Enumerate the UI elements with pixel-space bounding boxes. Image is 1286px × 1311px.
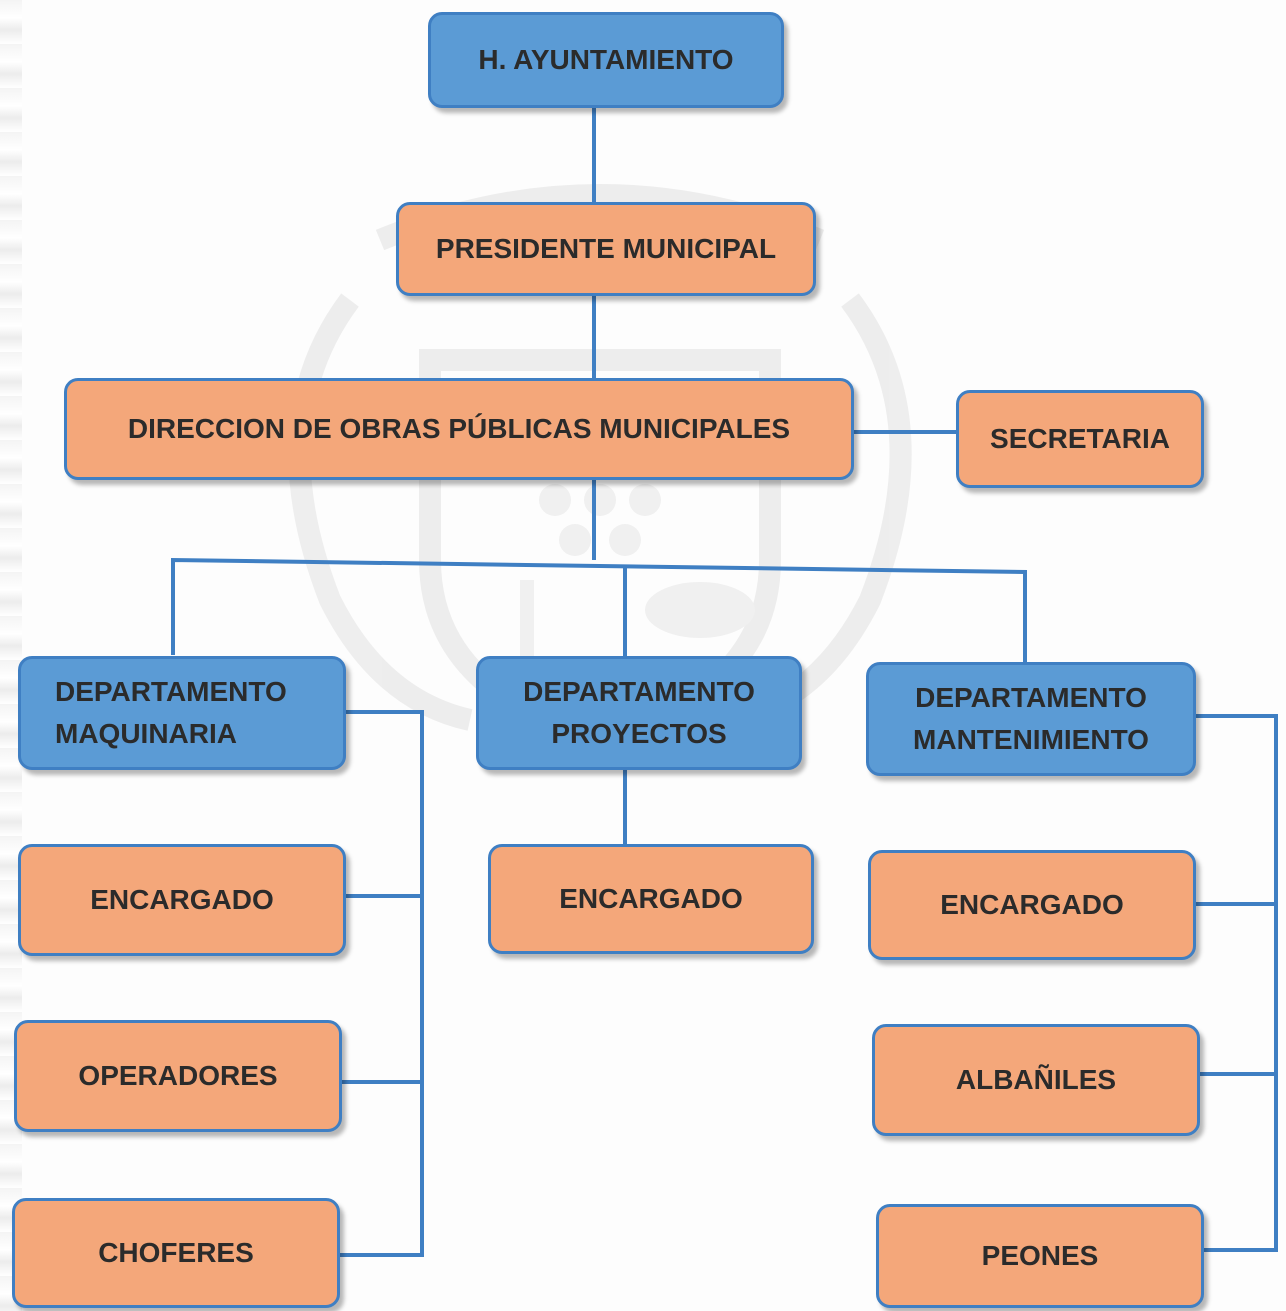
node-mantenimiento-peones: PEONES	[876, 1204, 1204, 1308]
node-maquinaria-operadores-label: OPERADORES	[78, 1060, 278, 1091]
node-departamento-mantenimiento-line2: MANTENIMIENTO	[913, 724, 1149, 755]
node-maquinaria-encargado-label: ENCARGADO	[90, 884, 274, 915]
node-secretaria: SECRETARIA	[956, 390, 1204, 488]
node-presidente-municipal-label: PRESIDENTE MUNICIPAL	[435, 233, 777, 264]
node-mantenimiento-encargado: ENCARGADO	[868, 850, 1196, 960]
connector-mantenimiento-staff	[1196, 714, 1278, 1252]
node-secretaria-label: SECRETARIA	[990, 423, 1170, 454]
node-maquinaria-choferes: CHOFERES	[12, 1198, 340, 1308]
node-maquinaria-choferes-label: CHOFERES	[98, 1237, 254, 1268]
node-departamento-proyectos-line1: DEPARTAMENTO	[523, 676, 755, 707]
node-mantenimiento-albaniles-label: ALBAÑILES	[955, 1064, 1117, 1095]
connector-department-bus	[171, 557, 1027, 662]
node-departamento-mantenimiento: DEPARTAMENTO MANTENIMIENTO	[866, 662, 1196, 776]
scanned-page-edge	[0, 0, 22, 1311]
node-departamento-proyectos-line2: PROYECTOS	[551, 718, 727, 749]
node-direccion-obras-publicas-label: DIRECCION DE OBRAS PÚBLICAS MUNICIPALES	[127, 413, 791, 444]
node-presidente-municipal: PRESIDENTE MUNICIPAL	[396, 202, 816, 296]
node-h-ayuntamiento-label: H. AYUNTAMIENTO	[478, 44, 734, 75]
node-proyectos-encargado: ENCARGADO	[488, 844, 814, 954]
connector-maquinaria-staff	[338, 710, 424, 1257]
node-maquinaria-operadores: OPERADORES	[14, 1020, 342, 1132]
node-departamento-mantenimiento-line1: DEPARTAMENTO	[915, 682, 1147, 713]
node-mantenimiento-peones-label: PEONES	[981, 1240, 1099, 1271]
node-departamento-maquinaria-line2: MAQUINARIA	[55, 718, 237, 749]
node-h-ayuntamiento: H. AYUNTAMIENTO	[428, 12, 784, 108]
node-direccion-obras-publicas: DIRECCION DE OBRAS PÚBLICAS MUNICIPALES	[64, 378, 854, 480]
node-proyectos-encargado-label: ENCARGADO	[559, 883, 743, 914]
node-mantenimiento-albaniles: ALBAÑILES	[872, 1024, 1200, 1136]
node-departamento-proyectos: DEPARTAMENTO PROYECTOS	[476, 656, 802, 770]
node-mantenimiento-encargado-label: ENCARGADO	[940, 889, 1124, 920]
node-departamento-maquinaria: DEPARTAMENTO MAQUINARIA	[18, 656, 346, 770]
node-maquinaria-encargado: ENCARGADO	[18, 844, 346, 956]
node-departamento-maquinaria-line1: DEPARTAMENTO	[55, 676, 287, 707]
